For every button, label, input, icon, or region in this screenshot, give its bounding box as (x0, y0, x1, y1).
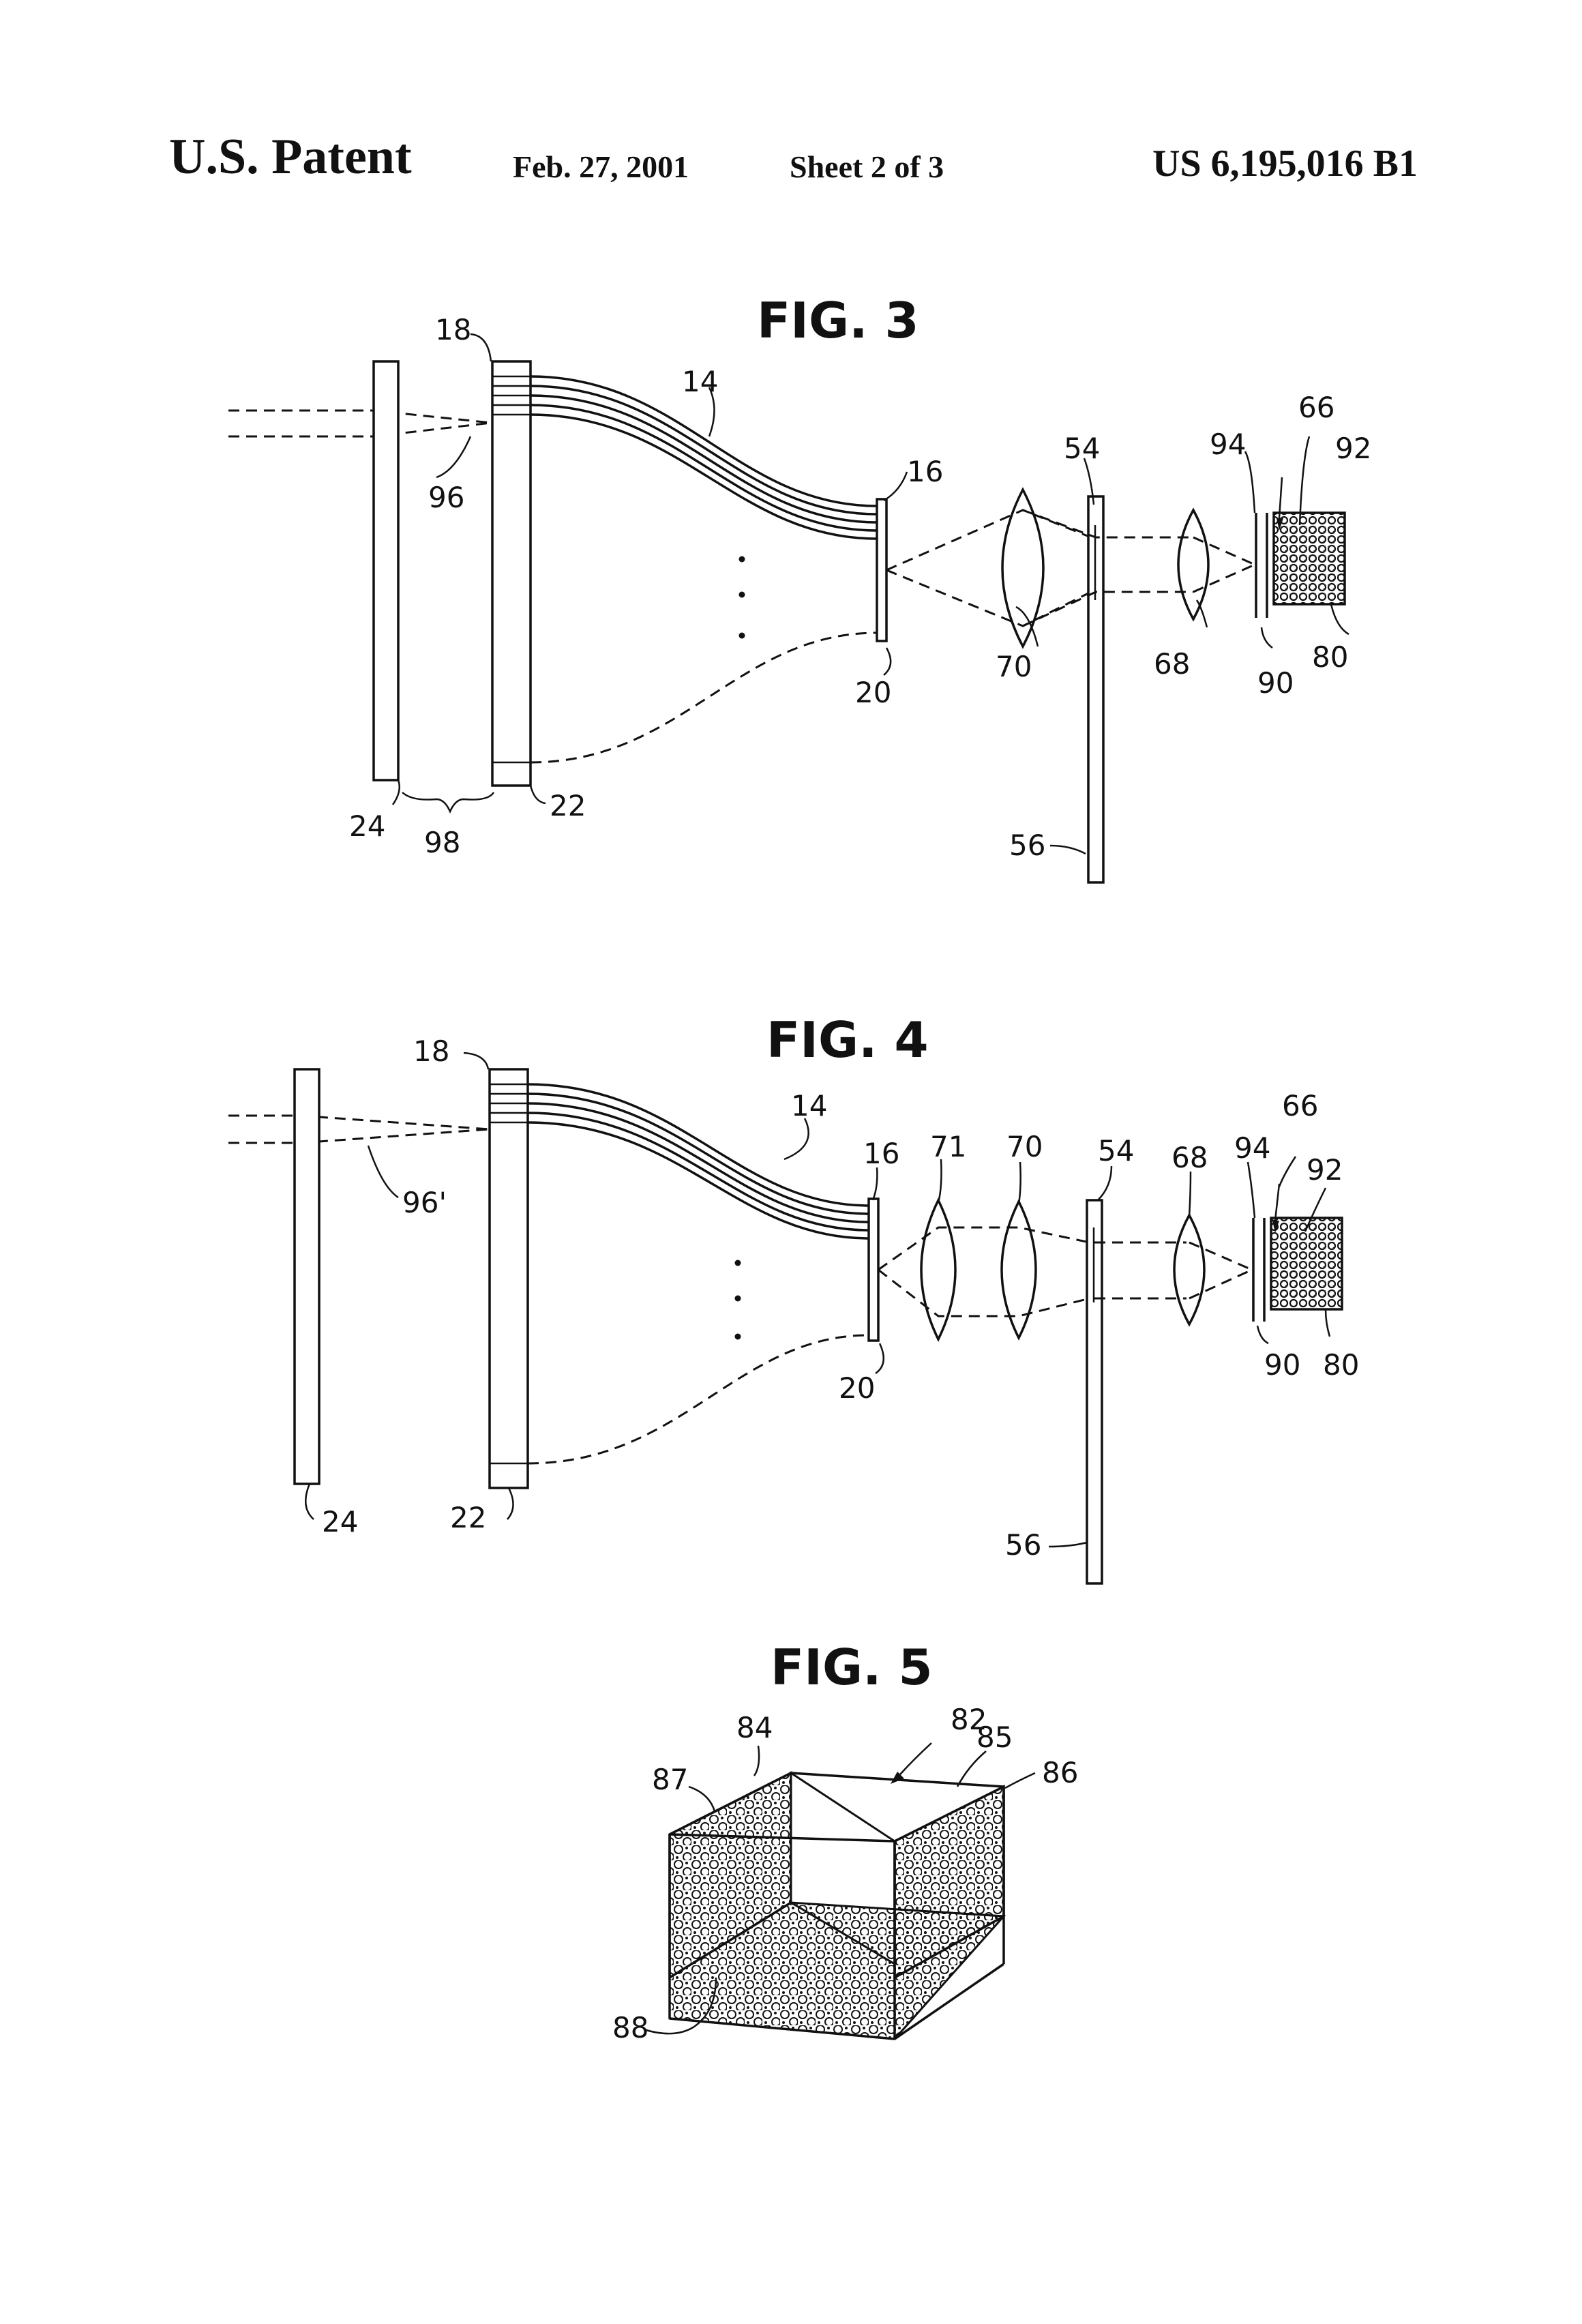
ref-label-96: 96 (428, 481, 464, 514)
ref-label-71: 71 (930, 1130, 966, 1163)
ref-label-68: 68 (1154, 647, 1190, 681)
fig4-plate-22 (490, 1069, 528, 1488)
ref-label-20: 20 (855, 676, 891, 709)
fig4-plate-24 (295, 1069, 319, 1484)
fig3-lens-70 (1002, 490, 1043, 646)
fig3-plate-24 (374, 361, 398, 780)
ref-label-92: 92 (1307, 1153, 1343, 1187)
ref-label-24: 24 (349, 809, 385, 843)
ref-label-14: 14 (682, 365, 718, 398)
ref-label-70: 70 (996, 650, 1032, 683)
ref-label-96: 96' (402, 1186, 447, 1219)
fig4-lens-70 (1002, 1202, 1036, 1338)
fig5-title: FIG. 5 (771, 1639, 933, 1696)
ref-label-18: 18 (435, 313, 471, 346)
fig4-beam-lower (228, 1129, 490, 1143)
fig4-sample-core-92 (1282, 1227, 1335, 1300)
ref-label-70: 70 (1006, 1130, 1043, 1163)
ref-label-56: 56 (1005, 1528, 1041, 1562)
ref-label-16: 16 (907, 455, 943, 488)
fig3-plate-22 (492, 361, 531, 786)
ref-label-14: 14 (791, 1089, 827, 1122)
figure-3: FIG. 3 (228, 292, 1371, 882)
ref-label-66: 66 (1298, 391, 1334, 424)
ref-label-56: 56 (1009, 829, 1045, 862)
ref-label-54: 54 (1064, 432, 1100, 465)
fig3-fiber-end-16 (877, 499, 886, 641)
ref-label-18: 18 (413, 1034, 449, 1068)
ref-label-80: 80 (1323, 1348, 1359, 1382)
ref-label-66: 66 (1282, 1089, 1318, 1122)
ref-label-98: 98 (424, 826, 460, 859)
ref-label-16: 16 (863, 1137, 899, 1170)
fig3-beam-lower (228, 423, 491, 436)
ref-label-90: 90 (1264, 1348, 1300, 1382)
ref-label-90: 90 (1257, 666, 1294, 700)
fig4-beam-upper (228, 1116, 490, 1129)
ref-label-80: 80 (1312, 640, 1348, 674)
ref-label-22: 22 (550, 789, 586, 822)
fig3-title: FIG. 3 (757, 292, 919, 349)
ref-label-94: 94 (1234, 1131, 1270, 1165)
ref-label-86: 86 (1042, 1756, 1078, 1789)
ref-label-84: 84 (736, 1711, 773, 1744)
fig4-title: FIG. 4 (766, 1011, 929, 1069)
figure-5: FIG. 5 84 82 85 86 87 88 (612, 1639, 1078, 2044)
ref-label-94: 94 (1210, 428, 1246, 461)
ref-label-92: 92 (1335, 432, 1371, 465)
fig3-lens-68 (1178, 510, 1208, 619)
ref-label-68: 68 (1171, 1141, 1208, 1174)
fig3-beam-upper (228, 411, 491, 423)
ref-label-87: 87 (652, 1763, 688, 1796)
ref-label-85: 85 (976, 1720, 1013, 1754)
ref-label-88: 88 (612, 2011, 648, 2044)
fig3-sample-core-92 (1285, 522, 1338, 595)
fig4-lens-71 (921, 1200, 955, 1339)
fig4-lens-68 (1174, 1215, 1204, 1324)
fig4-fiber-end-16 (869, 1199, 878, 1341)
ref-label-22: 22 (450, 1501, 486, 1534)
ref-label-54: 54 (1098, 1134, 1134, 1167)
ref-label-20: 20 (839, 1371, 875, 1405)
figure-4: FIG. 4 (228, 1011, 1359, 1583)
ref-label-24: 24 (322, 1505, 358, 1538)
